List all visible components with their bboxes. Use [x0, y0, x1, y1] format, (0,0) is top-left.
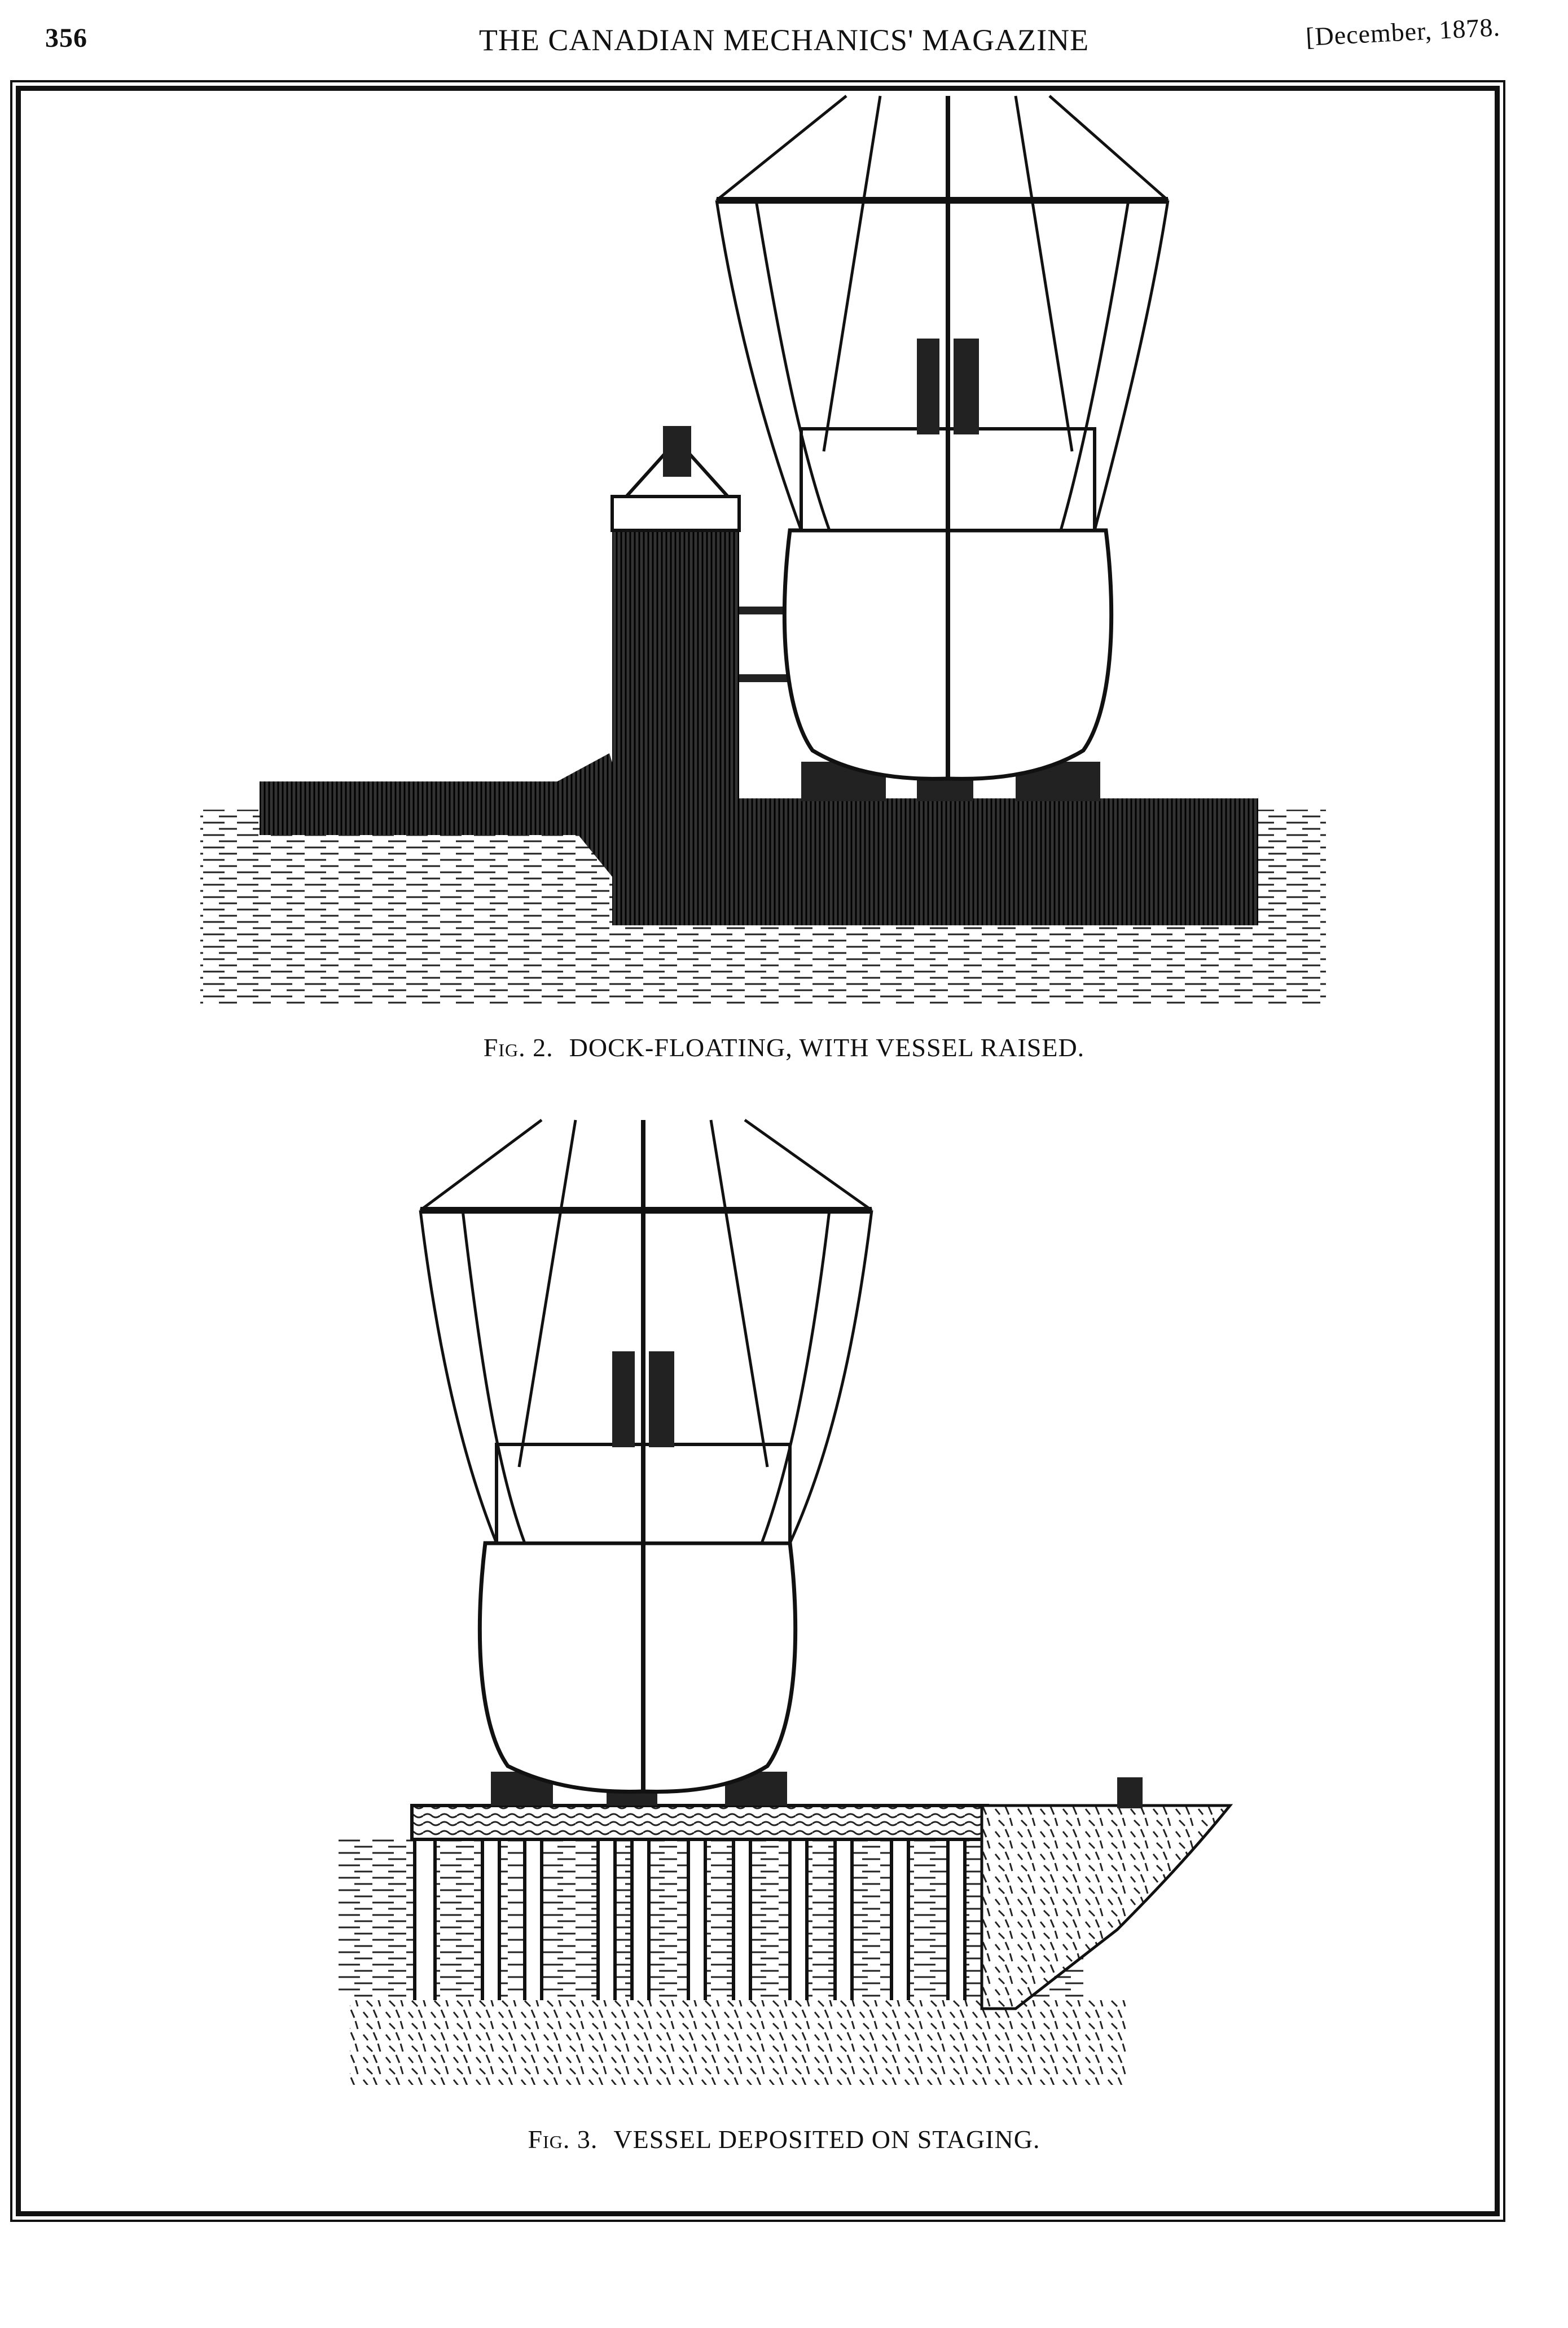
figure-3-label: Fig. 3.	[528, 2125, 598, 2154]
fig3-piles	[413, 1838, 967, 2010]
figure-3-caption: Fig. 3. VESSEL DEPOSITED ON STAGING.	[0, 2124, 1568, 2154]
fig2-drawing	[200, 95, 1326, 1004]
fig2-dock-brace	[542, 753, 621, 880]
fig2-dock-pontoon	[739, 798, 1258, 925]
fig2-tower-cap	[663, 426, 691, 477]
fig3-rigging	[419, 1118, 873, 1544]
running-title: THE CANADIAN MECHANICS' MAGAZINE	[478, 23, 1090, 57]
fig3-funnel-right	[649, 1351, 674, 1447]
fig2-tower-arm-lower	[739, 674, 790, 682]
fig2-rigging	[715, 95, 1170, 531]
figure-3-caption-text: VESSEL DEPOSITED ON STAGING.	[613, 2125, 1040, 2154]
fig3-hull	[477, 1541, 798, 1794]
fig2-tower-pyramid	[622, 437, 732, 498]
fig3-water	[339, 1837, 1083, 2000]
page-number: 356	[45, 23, 87, 53]
fig3-mud-bed	[350, 2000, 1128, 2085]
fig3-shore-bank	[980, 1804, 1233, 2010]
fig2-funnel-right	[954, 339, 979, 434]
figure-2-label: Fig. 2.	[483, 1033, 554, 1062]
fig2-funnel-left	[917, 339, 939, 434]
fig3-drawing	[339, 1118, 1233, 2085]
fig3-staging-deck	[410, 1804, 989, 1841]
fig3-shore-bollard	[1117, 1777, 1143, 1808]
fig3-funnel-left	[612, 1351, 635, 1447]
fig2-dock-tower	[612, 497, 739, 925]
figure-2-caption-text: DOCK-FLOATING, WITH VESSEL RAISED.	[569, 1033, 1085, 1062]
plate-border	[16, 86, 1500, 2216]
figure-2-caption: Fig. 2. DOCK-FLOATING, WITH VESSEL RAISED…	[0, 1033, 1568, 1062]
fig2-tower-rail	[610, 495, 741, 532]
